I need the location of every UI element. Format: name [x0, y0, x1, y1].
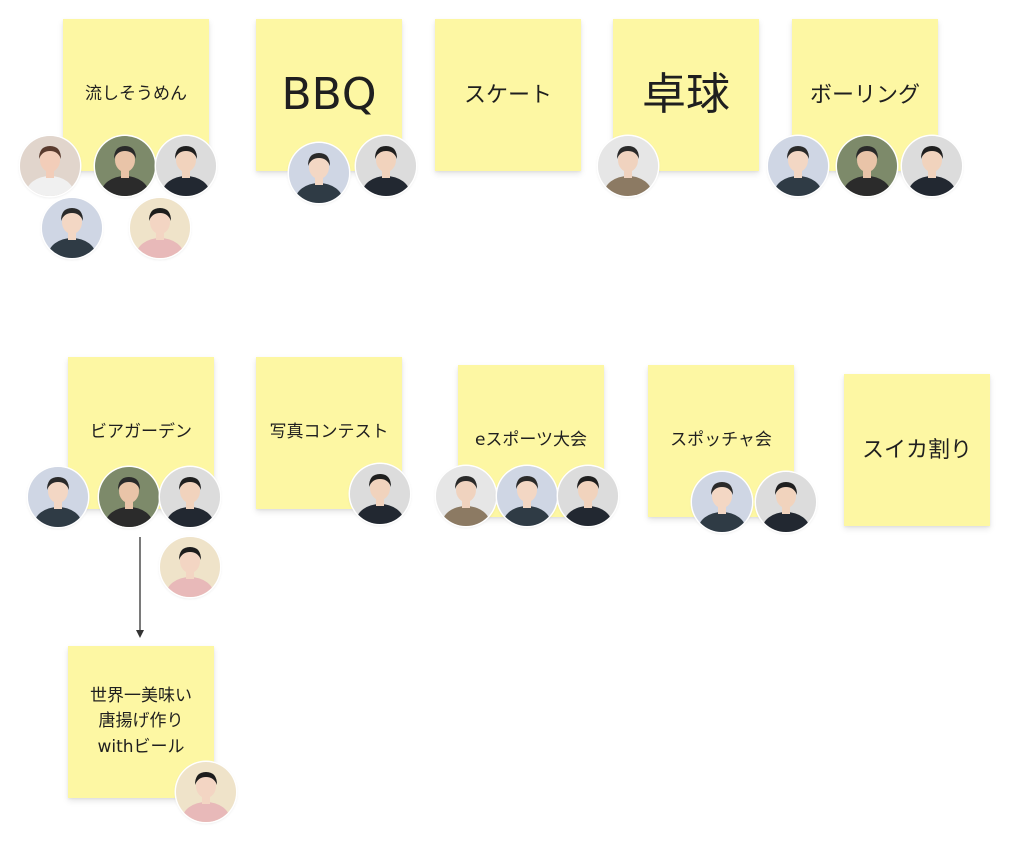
sticky-note-label: スポッチャ会	[670, 430, 772, 451]
sticky-note-label: BBQ	[281, 69, 377, 120]
participant-avatar[interactable]	[756, 472, 816, 532]
avatar-portrait	[20, 136, 80, 196]
participant-avatar[interactable]	[160, 537, 220, 597]
avatar-portrait	[28, 467, 88, 527]
participant-avatar[interactable]	[130, 198, 190, 258]
avatar-portrait	[289, 143, 349, 203]
participant-avatar[interactable]	[497, 466, 557, 526]
participant-avatar[interactable]	[99, 467, 159, 527]
avatar-portrait	[558, 466, 618, 526]
participant-avatar[interactable]	[42, 198, 102, 258]
avatar-portrait	[902, 136, 962, 196]
avatar-portrait	[99, 467, 159, 527]
avatar-portrait	[176, 762, 236, 822]
sticky-note-label: ボーリング	[809, 82, 920, 108]
avatar-portrait	[42, 198, 102, 258]
sticky-note-label: スケート	[463, 82, 552, 108]
participant-avatar[interactable]	[558, 466, 618, 526]
avatar-portrait	[130, 198, 190, 258]
avatar-portrait	[95, 136, 155, 196]
avatar-portrait	[756, 472, 816, 532]
participant-avatar[interactable]	[837, 136, 897, 196]
participant-avatar[interactable]	[156, 136, 216, 196]
sticky-note-label: 写真コンテスト	[269, 422, 389, 443]
avatar-portrait	[692, 472, 752, 532]
sticky-note-label: スイカ割り	[861, 437, 972, 463]
participant-avatar[interactable]	[176, 762, 236, 822]
sticky-note-label: 世界一美味い 唐揚げ作り withビール	[90, 685, 192, 757]
sticky-note-label: ビアガーデン	[90, 422, 192, 443]
participant-avatar[interactable]	[598, 136, 658, 196]
avatar-portrait	[356, 136, 416, 196]
participant-avatar[interactable]	[436, 466, 496, 526]
participant-avatar[interactable]	[356, 136, 416, 196]
sticky-note-karaage[interactable]: 世界一美味い 唐揚げ作り withビール	[68, 646, 214, 798]
participant-avatar[interactable]	[692, 472, 752, 532]
avatar-portrait	[497, 466, 557, 526]
avatar-portrait	[156, 136, 216, 196]
participant-avatar[interactable]	[350, 464, 410, 524]
avatar-portrait	[350, 464, 410, 524]
avatar-portrait	[436, 466, 496, 526]
sticky-note-table-tennis[interactable]: 卓球	[613, 19, 759, 171]
avatar-portrait	[837, 136, 897, 196]
sticky-note-skate[interactable]: スケート	[435, 19, 581, 171]
participant-avatar[interactable]	[289, 143, 349, 203]
avatar-portrait	[598, 136, 658, 196]
sticky-note-label: 卓球	[642, 69, 730, 120]
avatar-portrait	[160, 537, 220, 597]
sticky-note-label: eスポーツ大会	[474, 430, 588, 451]
participant-avatar[interactable]	[20, 136, 80, 196]
participant-avatar[interactable]	[28, 467, 88, 527]
participant-avatar[interactable]	[95, 136, 155, 196]
avatar-portrait	[160, 467, 220, 527]
participant-avatar[interactable]	[902, 136, 962, 196]
participant-avatar[interactable]	[160, 467, 220, 527]
sticky-note-suika-wari[interactable]: スイカ割り	[844, 374, 990, 526]
sticky-note-label: 流しそうめん	[85, 84, 187, 105]
participant-avatar[interactable]	[768, 136, 828, 196]
avatar-portrait	[768, 136, 828, 196]
